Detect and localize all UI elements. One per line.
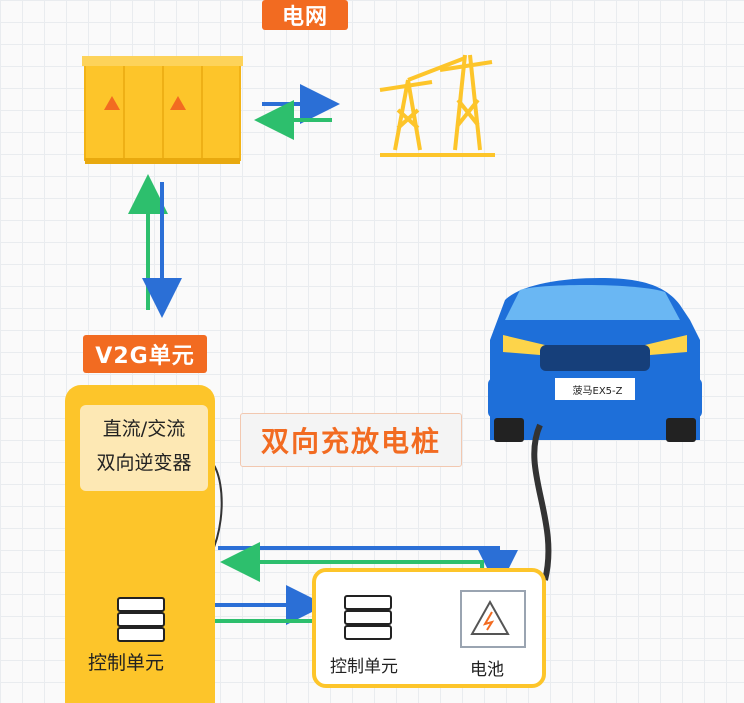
- inverter-label-line2: 双向逆变器: [96, 452, 192, 474]
- inverter-label-line1: 直流/交流: [102, 418, 186, 440]
- inverter-label: 直流/交流 双向逆变器: [80, 412, 208, 480]
- charging-cable: [531, 423, 552, 581]
- pile-title: 双向充放电桩: [240, 413, 462, 467]
- transformer-cabinet-icon: [82, 56, 243, 164]
- control-unit-middle-label: 控制单元: [330, 657, 398, 677]
- car-icon: [488, 278, 702, 442]
- car-plate: 菠马EX5-Z: [572, 386, 623, 397]
- battery-label: 电池: [470, 660, 504, 680]
- control-unit-left-label: 控制单元: [88, 652, 165, 674]
- grid-label: 电网: [262, 0, 348, 30]
- inverter-panel: [80, 405, 208, 491]
- power-tower-icon: [379, 54, 495, 157]
- battery-box: [460, 590, 526, 648]
- v2g-unit-label: V2G单元: [83, 335, 207, 373]
